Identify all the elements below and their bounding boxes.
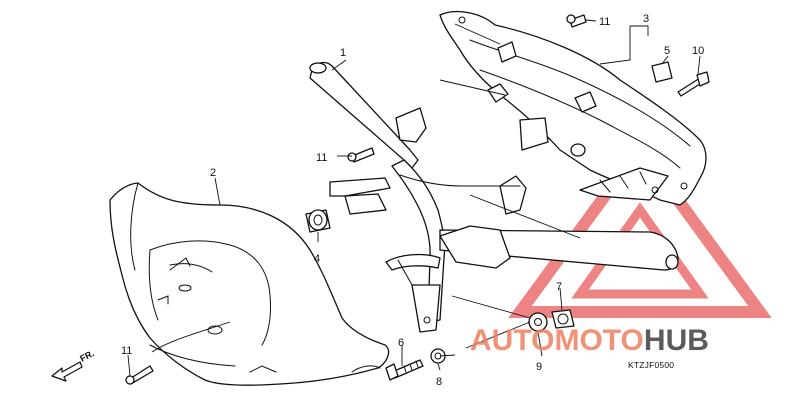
watermark-text-hub: HUB [644, 324, 709, 357]
watermark-triangle-outer [508, 137, 772, 318]
tapping-screw-11-mid [347, 147, 375, 163]
leader-lines [127, 19, 701, 377]
callout-10: 10 [692, 45, 704, 57]
callout-9: 9 [536, 361, 542, 373]
svg-text:AUTOMOTOHUB: AUTOMOTOHUB [470, 324, 709, 357]
grommet-7 [551, 309, 575, 329]
callout-2: 2 [210, 167, 216, 179]
callout-6: 6 [398, 337, 404, 349]
handlebar-pipe [309, 61, 679, 333]
callout-1: 1 [340, 47, 346, 59]
callout-11-bottom: 11 [121, 345, 132, 357]
front-handle-cover [109, 182, 390, 386]
tapping-screw-11-bottom [125, 365, 154, 385]
diagram-code: KTZJF0500 [628, 360, 674, 370]
callout-11-top: 11 [599, 16, 610, 28]
cap-5 [651, 61, 673, 83]
watermark-text: AUTOMOTOHUB [470, 324, 709, 357]
rear-handle-cover [439, 11, 707, 206]
callout-8: 8 [436, 376, 442, 388]
callouts: 1 2 3 4 5 6 7 8 9 10 11 11 11 [121, 13, 704, 388]
callout-11-mid: 11 [316, 152, 327, 164]
front-arrow-icon [51, 361, 83, 382]
rubber-grommet-4 [305, 209, 331, 233]
callout-3: 3 [643, 13, 649, 25]
bolt-6 [385, 359, 424, 381]
watermark-text-automoto: AUTOMOTO [470, 324, 644, 357]
callout-4: 4 [314, 253, 320, 265]
callout-7: 7 [556, 281, 562, 293]
front-direction-indicator: FR. [51, 348, 96, 382]
tapping-screw-11-top [566, 14, 587, 28]
callout-5: 5 [664, 45, 670, 57]
screw-10 [677, 71, 710, 97]
front-direction-label: FR. [78, 348, 95, 364]
